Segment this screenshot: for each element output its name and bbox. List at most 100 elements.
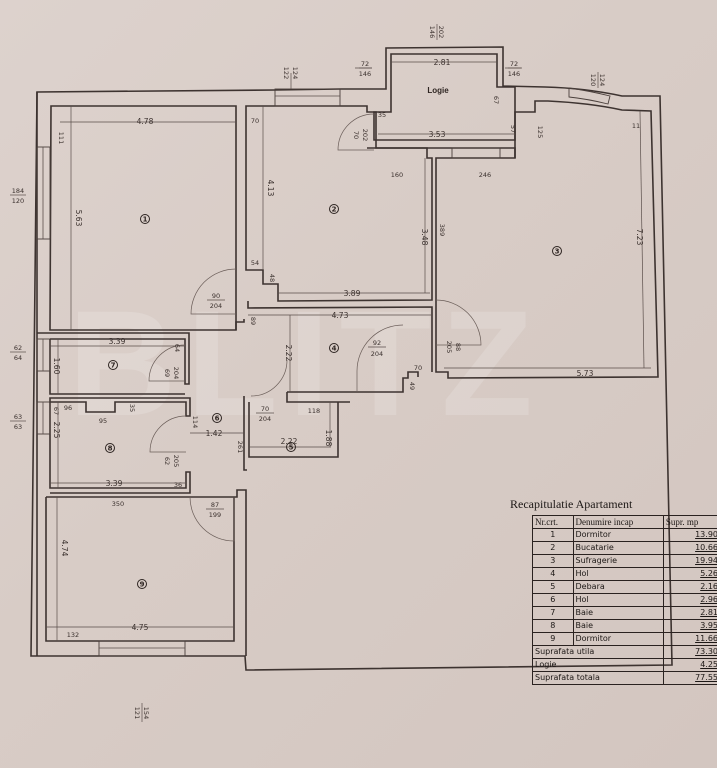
logie-label: Logie xyxy=(427,86,449,95)
window-top-right-label: 124 120 xyxy=(589,74,606,86)
dim-logie-67: 67 xyxy=(492,96,500,104)
svg-text:69: 69 xyxy=(163,369,171,377)
door-r8-label: 62 205 xyxy=(163,455,180,467)
dim-r9-height: 4.74 xyxy=(60,540,69,557)
svg-text:63: 63 xyxy=(14,423,22,431)
area-summary: Recapitulatie Apartament Nr.crt. Denumir… xyxy=(506,497,717,685)
svg-text:205: 205 xyxy=(172,455,180,467)
svg-text:72: 72 xyxy=(510,60,518,68)
dim-r4-height: 2.22 xyxy=(284,345,293,362)
room-marker-5: 5 xyxy=(286,442,296,452)
svg-text:205: 205 xyxy=(445,341,453,353)
svg-text:146: 146 xyxy=(428,26,436,38)
dim-r1-width: 4.78 xyxy=(137,117,154,126)
dim-r8-width: 3.39 xyxy=(106,479,123,488)
door-r7-label: 69 204 xyxy=(163,367,180,379)
svg-text:204: 204 xyxy=(172,367,180,379)
dim-r8-35: 35 xyxy=(128,404,136,412)
window-left-r1-label: 184 120 xyxy=(12,187,24,205)
dim-r9-132: 132 xyxy=(67,631,79,639)
dim-r7-width: 3.39 xyxy=(109,337,126,346)
summary-header-row: Nr.crt. Denumire incap Supr. mp xyxy=(532,515,717,529)
dim-r3-389: 389 xyxy=(438,224,446,236)
svg-text:62: 62 xyxy=(163,457,171,465)
room-marker-4: 4 xyxy=(329,343,339,353)
watermark: BLITZ xyxy=(68,279,543,447)
svg-text:120: 120 xyxy=(589,74,597,86)
dim-r5-261: 261 xyxy=(236,441,244,453)
dim-logie-top: 2.81 xyxy=(434,58,451,67)
svg-text:9: 9 xyxy=(140,581,145,589)
dim-r3-width: 5.73 xyxy=(577,369,594,378)
svg-text:70: 70 xyxy=(261,405,269,413)
door-swings xyxy=(148,113,482,542)
dim-r3-49: 49 xyxy=(408,382,416,390)
room-marker-2: 2 xyxy=(329,204,339,214)
dim-r8-67: 67 xyxy=(52,407,60,415)
svg-text:202: 202 xyxy=(437,26,445,38)
svg-text:146: 146 xyxy=(508,70,520,78)
dim-r2-height: 4.13 xyxy=(266,180,275,197)
dim-r7-height: 1.60 xyxy=(52,358,61,375)
svg-text:92: 92 xyxy=(373,339,381,347)
dim-r5-118: 118 xyxy=(308,407,320,415)
svg-text:6: 6 xyxy=(215,415,220,423)
svg-text:204: 204 xyxy=(371,350,383,358)
dim-r9-width: 4.75 xyxy=(132,623,149,632)
dim-r7-64: 64 xyxy=(173,344,181,352)
door-r5-label: 70 204 xyxy=(259,405,271,423)
dim-r4-89: 89 xyxy=(249,317,257,325)
room-marker-6: 6 xyxy=(212,413,222,423)
dim-r1-corner: 111 xyxy=(57,132,65,144)
dim-r5-height: 1.88 xyxy=(324,430,333,447)
dim-logie-57: 57 xyxy=(509,125,517,133)
svg-text:124: 124 xyxy=(291,67,299,79)
header-name: Denumire incap xyxy=(572,515,664,529)
window-left-r8-label: 63 63 xyxy=(14,413,22,431)
dim-r4-width: 4.73 xyxy=(332,311,349,320)
fraction-bars xyxy=(206,67,521,510)
svg-text:63: 63 xyxy=(14,413,22,421)
svg-text:72: 72 xyxy=(361,60,369,68)
svg-text:120: 120 xyxy=(12,197,24,205)
dim-logie-35: 35 xyxy=(378,111,386,119)
svg-text:184: 184 xyxy=(12,187,24,195)
svg-text:87: 87 xyxy=(211,501,219,509)
door-r1-label: 90 204 xyxy=(210,292,222,310)
room-marker-9: 9 xyxy=(137,579,147,589)
svg-text:4: 4 xyxy=(332,345,337,353)
room-marker-1: 1 xyxy=(140,214,150,224)
dim-r9-350: 350 xyxy=(112,500,124,508)
dimension-labels: 4.78 5.63 111 3.89 4.13 3.48 70 54 48 16… xyxy=(52,58,644,639)
dim-r3-70: 70 xyxy=(414,364,422,372)
dim-logie-bottom: 3.53 xyxy=(429,130,446,139)
svg-text:90: 90 xyxy=(212,292,220,300)
svg-text:62: 62 xyxy=(14,344,22,352)
dim-r2-width: 3.89 xyxy=(344,289,361,298)
svg-text:202: 202 xyxy=(361,129,369,141)
dim-r1-height: 5.63 xyxy=(74,210,83,227)
header-area: Supr. mp xyxy=(662,515,717,529)
dim-r2-160: 160 xyxy=(391,171,403,179)
dim-r6-114: 114 xyxy=(191,416,199,428)
svg-text:154: 154 xyxy=(142,707,150,719)
room-marker-8: 8 xyxy=(105,443,115,453)
door-r4-label: 92 204 xyxy=(371,339,383,358)
svg-text:199: 199 xyxy=(209,511,221,519)
header-nr: Nr.crt. xyxy=(532,515,574,529)
summary-title: Recapitulatie Apartament xyxy=(510,497,633,511)
svg-text:121: 121 xyxy=(133,707,141,719)
room-marker-3: 3 xyxy=(552,246,562,256)
door-r3-label: 88 205 xyxy=(445,341,462,353)
dim-r3-11: 11 xyxy=(632,122,640,130)
svg-text:64: 64 xyxy=(14,354,22,362)
window-logie-top-label: 202 146 xyxy=(428,26,445,38)
